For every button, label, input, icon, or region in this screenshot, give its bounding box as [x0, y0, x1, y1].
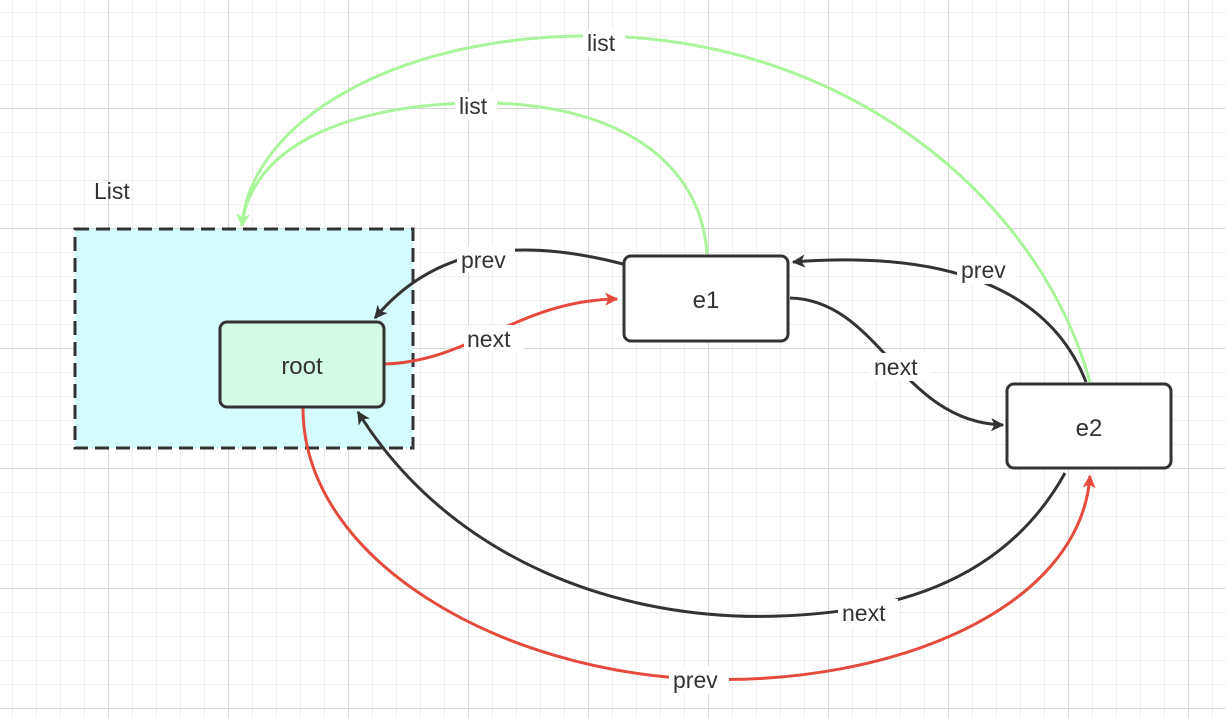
- label-bg: [464, 325, 524, 351]
- node-root-label: root: [281, 353, 323, 380]
- label-bg: [455, 92, 497, 120]
- label-root-e1-next: next: [467, 326, 511, 352]
- node-root-box: [218, 320, 386, 409]
- label-e2-e1-prev: prev: [961, 257, 1006, 283]
- node-e2[interactable]: e2: [1005, 382, 1173, 470]
- label-e2-root-next: next: [842, 600, 886, 626]
- label-bg: [583, 29, 625, 57]
- label-root-e2-prev: prev: [673, 667, 718, 693]
- label-bg: [870, 353, 930, 381]
- edge-root-to-e2-prev: [301, 407, 1096, 681]
- node-e1[interactable]: e1: [622, 254, 790, 343]
- label-e1-e2-next: next: [874, 354, 918, 380]
- list-container-title: List: [94, 178, 130, 204]
- node-e1-label: e1: [693, 287, 720, 314]
- label-e2-list: list: [587, 30, 616, 56]
- label-e1-root-prev: prev: [461, 247, 506, 273]
- edge-labels: prev next list list prev next next prev: [455, 29, 1015, 694]
- edge-e2-to-e1-prev: [791, 254, 1088, 383]
- label-bg: [669, 666, 729, 694]
- node-e2-box: [1005, 382, 1173, 470]
- node-e1-box: [622, 254, 790, 343]
- node-root[interactable]: root: [218, 320, 386, 409]
- label-bg: [457, 246, 515, 272]
- edge-e2-to-list: [236, 34, 1092, 383]
- label-e1-list: list: [459, 93, 488, 119]
- label-bg: [838, 599, 898, 627]
- label-bg: [957, 256, 1015, 284]
- node-e2-label: e2: [1076, 415, 1103, 442]
- edge-e2-to-root-next: [356, 410, 1067, 618]
